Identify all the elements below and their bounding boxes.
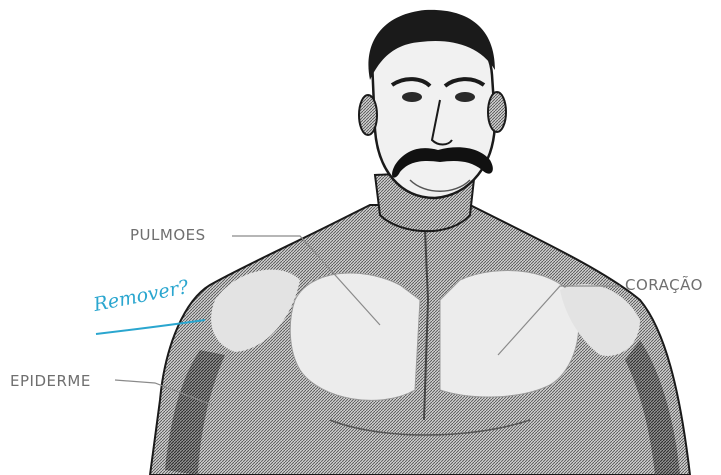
right-eye xyxy=(455,92,475,102)
left-ear xyxy=(359,95,377,135)
left-eye xyxy=(402,92,422,102)
label-coracao: CORAÇÃO xyxy=(625,276,703,294)
right-ear xyxy=(488,92,506,132)
right-pectoral xyxy=(440,270,579,396)
left-pectoral xyxy=(290,273,420,400)
label-epiderme: EPIDERME xyxy=(10,372,91,390)
label-pulmoes: PULMOES xyxy=(130,226,206,244)
